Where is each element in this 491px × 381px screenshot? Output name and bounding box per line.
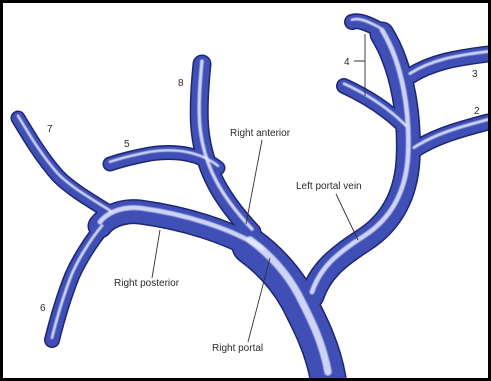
segment-label-5: 5 [124,139,130,150]
segment-label-8: 8 [178,78,184,89]
label-right-anterior: Right anterior [230,128,291,139]
segment-label-6: 6 [40,303,46,314]
label-right-portal: Right portal [212,343,263,354]
leader-left-portal-vein [336,194,358,240]
segment-label-2: 2 [474,106,480,117]
leader-right-anterior [246,140,262,224]
vessel-segment-2 [414,122,488,150]
segment-label-7: 7 [47,124,53,135]
segment-label-4: 4 [344,57,350,68]
label-left-portal-vein: Left portal vein [296,181,362,192]
vessel-right-posterior-7 [18,118,112,214]
segment-label-3: 3 [472,69,478,80]
leader-right-posterior [152,230,160,278]
vessel-right-anterior [199,64,252,232]
label-right-posterior: Right posterior [114,278,180,289]
